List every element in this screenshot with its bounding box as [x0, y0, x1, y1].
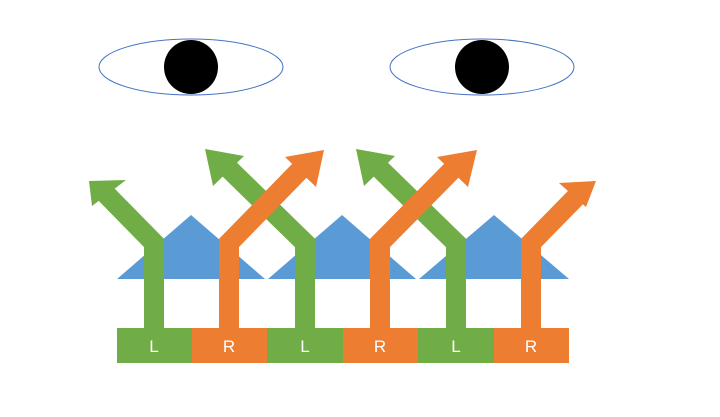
- strip-cell-left: [117, 328, 192, 363]
- strip-cell-right: [343, 328, 418, 363]
- ray-left-1: [89, 180, 164, 328]
- strip-cell-label: R: [223, 337, 235, 356]
- ray-right-3-head: [559, 181, 596, 207]
- ray-right-2-stem: [370, 157, 465, 328]
- ray-right-3: [521, 181, 596, 328]
- strip-cell-label: L: [300, 337, 309, 356]
- strip-cell-right: [494, 328, 569, 363]
- strip-cell-label: L: [451, 337, 460, 356]
- ray-right-1-stem: [219, 158, 313, 328]
- strip-cell-label: R: [525, 337, 537, 356]
- ray-right-2: [370, 150, 477, 328]
- left-eye-pupil: [164, 40, 218, 94]
- ray-right-1: [219, 150, 324, 328]
- ray-right-3-stem: [521, 188, 586, 328]
- interlaced-strip: L R L R L R: [117, 328, 569, 363]
- ray-right-1-head: [285, 150, 324, 187]
- ray-right-2-head: [437, 150, 477, 187]
- right-eye: [389, 38, 575, 96]
- strip-cell-right: [192, 328, 267, 363]
- ray-left-1-stem: [96, 184, 164, 328]
- strip-cell-left: [267, 328, 343, 363]
- ray-left-1-head: [89, 180, 126, 206]
- strip-cell-left: [418, 328, 494, 363]
- left-eye: [98, 38, 284, 96]
- strip-cell-label: R: [374, 337, 386, 356]
- ray-left-2-stem: [217, 156, 315, 328]
- strip-cell-label: L: [149, 337, 158, 356]
- lens-layer: [117, 215, 569, 279]
- left-view-rays: [89, 149, 466, 328]
- ray-left-2: [205, 149, 315, 328]
- ray-left-2-head: [205, 149, 244, 186]
- right-view-rays: [219, 150, 596, 328]
- right-eye-pupil: [455, 40, 509, 94]
- ray-left-3: [356, 149, 466, 328]
- ray-left-3-head: [356, 149, 395, 186]
- ray-left-3-stem: [368, 156, 466, 328]
